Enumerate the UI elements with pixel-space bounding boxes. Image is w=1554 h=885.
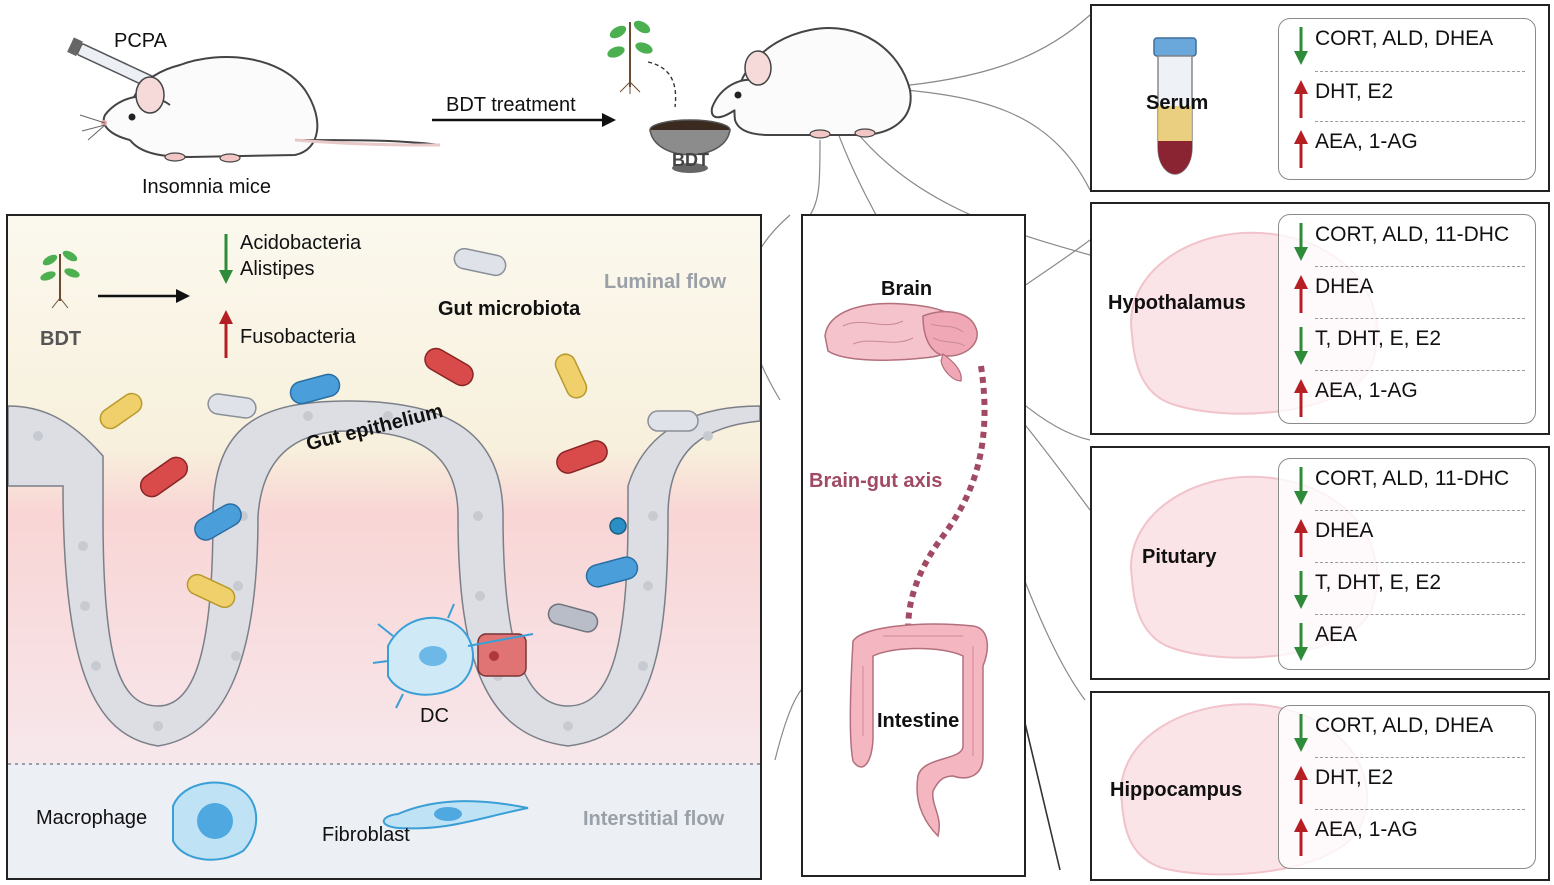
marker-row: AEA, 1-AG [1279, 810, 1535, 862]
marker-row: CORT, ALD, 11-DHC [1279, 459, 1535, 511]
treated-mouse-icon [710, 27, 912, 139]
region-name: Pitutary [1142, 546, 1217, 568]
macrophage-label: Macrophage [36, 807, 148, 829]
up-arrow-icon [1294, 80, 1308, 118]
marker-row: T, DHT, E, E2 [1279, 319, 1535, 371]
marker-row: AEA, 1-AG [1279, 371, 1535, 423]
hypothalamus-panel: Hypothalamus CORT, ALD, 11-DHC DHEA T, D… [1090, 202, 1550, 435]
marker-box: CORT, ALD, 11-DHC DHEA T, DHT, E, E2 AEA… [1278, 214, 1536, 424]
down-arrow-icon [1294, 223, 1308, 261]
down-arrow-icon [1294, 467, 1308, 505]
luminal-flow-label: Luminal flow [604, 271, 727, 293]
intestine-label: Intestine [877, 710, 960, 732]
marker-row: CORT, ALD, DHEA [1279, 19, 1535, 71]
down-arrow-icon [1294, 27, 1308, 65]
insomnia-mice-label: Insomnia mice [142, 176, 271, 198]
bdt-bowl-icon [649, 119, 731, 173]
pcpa-label: PCPA [114, 30, 167, 52]
bdt-bowl-label: BDT [672, 150, 709, 170]
brain-gut-axis-panel: Brain Brain-gut axis Intestine [801, 214, 1026, 877]
up-arrow-icon [1294, 766, 1308, 804]
region-name: Hippocampus [1110, 779, 1243, 801]
bdt-treatment-label: BDT treatment [446, 94, 576, 116]
gut-illustration [8, 216, 760, 878]
serum-tube-icon [1153, 37, 1197, 175]
marker-row: DHT, E2 [1279, 72, 1535, 122]
up-arrow-icon [1294, 818, 1308, 856]
marker-box: CORT, ALD, DHEA DHT, E2 AEA, 1-AG [1278, 705, 1536, 869]
down-taxa-2: Alistipes [240, 258, 315, 280]
marker-row: CORT, ALD, 11-DHC [1279, 215, 1535, 267]
fibroblast-label: Fibroblast [322, 824, 410, 846]
marker-row: CORT, ALD, DHEA [1279, 706, 1535, 758]
serum-panel: Serum CORT, ALD, DHEA DHT, E2 AEA, 1-AG [1090, 4, 1550, 192]
gut-panel: BDT Acidobacteria Alistipes Fusobacteria… [6, 214, 762, 880]
down-taxa-1: Acidobacteria [240, 232, 362, 254]
pituitary-panel: Pitutary CORT, ALD, 11-DHC DHEA T, DHT, … [1090, 446, 1550, 680]
marker-row: AEA [1279, 615, 1535, 667]
marker-box: CORT, ALD, 11-DHC DHEA T, DHT, E, E2 AEA [1278, 458, 1536, 670]
dc-label: DC [420, 705, 449, 727]
gut-microbiota-label: Gut microbiota [438, 298, 581, 320]
brain-label: Brain [881, 278, 933, 300]
up-taxa-1: Fusobacteria [240, 326, 356, 348]
interstitial-flow-label: Interstitial flow [583, 808, 725, 830]
marker-row: DHEA [1279, 511, 1535, 563]
hippocampus-panel: Hippocampus CORT, ALD, DHEA DHT, E2 AEA,… [1090, 691, 1550, 881]
intestine-icon [849, 623, 989, 838]
insomnia-mouse-icon [79, 56, 441, 163]
down-arrow-icon [1294, 623, 1308, 661]
marker-row: DHT, E2 [1279, 758, 1535, 810]
treatment-arrow [432, 113, 616, 127]
gut-bdt-label: BDT [40, 328, 82, 350]
region-name: Hypothalamus [1108, 292, 1246, 314]
down-arrow-icon [1294, 571, 1308, 609]
brain-gut-axis-label: Brain-gut axis [809, 470, 943, 492]
up-arrow-icon [1294, 519, 1308, 557]
down-arrow-icon [1294, 327, 1308, 365]
up-arrow-icon [1294, 379, 1308, 417]
down-arrow-icon [1294, 714, 1308, 752]
herb-plant-icon [607, 20, 677, 108]
up-arrow-icon [1294, 275, 1308, 313]
brain-gut-illustration [824, 302, 989, 838]
marker-row: DHEA [1279, 267, 1535, 319]
marker-row: AEA, 1-AG [1279, 122, 1535, 172]
marker-box: CORT, ALD, DHEA DHT, E2 AEA, 1-AG [1278, 18, 1536, 180]
region-name: Serum [1146, 92, 1209, 114]
up-arrow-icon [1294, 130, 1308, 168]
marker-row: T, DHT, E, E2 [1279, 563, 1535, 615]
